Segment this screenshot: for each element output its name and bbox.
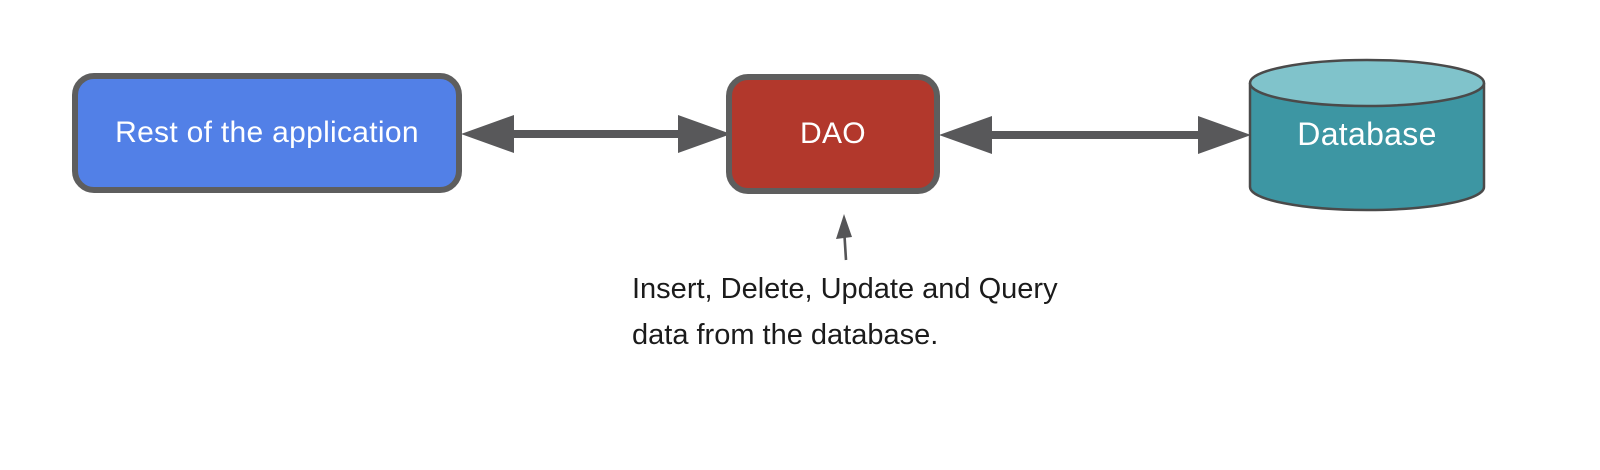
node-rest-of-application-label: Rest of the application [115,116,419,149]
annotation-line-2: data from the database. [632,319,939,351]
annotation-up-arrow-icon [836,214,852,261]
dao-database-double-arrow-icon [939,116,1251,154]
database-cylinder-icon [1248,58,1486,212]
node-dao-label: DAO [800,117,866,150]
node-database-label: Database [1297,116,1437,152]
node-rest-of-application: Rest of the application [72,73,462,193]
annotation-text: Insert, Delete, Update and Query data fr… [632,266,1058,358]
node-dao: DAO [726,74,940,194]
app-dao-double-arrow-icon [461,115,731,153]
node-database: Database [1248,58,1486,214]
annotation-line-1: Insert, Delete, Update and Query [632,273,1058,305]
